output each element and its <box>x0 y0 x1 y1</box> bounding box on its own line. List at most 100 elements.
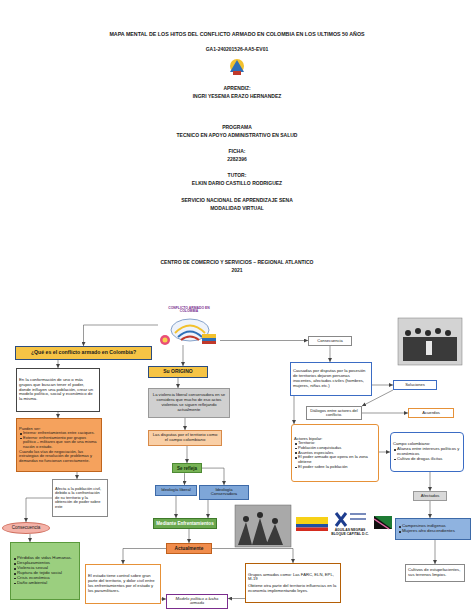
node-text: La violencia liberal conservadora en se … <box>151 393 227 412</box>
flag-stripe <box>296 528 328 532</box>
photo-head <box>272 518 278 524</box>
concept-box: El estado tiene control sobre gran parte… <box>85 564 161 604</box>
photo-figures <box>403 337 457 361</box>
connector-arrow <box>212 549 293 564</box>
connector-arrow <box>228 598 245 599</box>
connector-arrow <box>435 540 436 564</box>
emblem-base <box>233 71 241 75</box>
concept-box: Afecta a la población civil, debido a la… <box>52 479 108 517</box>
header-text: PROGRAMA <box>0 125 474 131</box>
connector-arrow <box>58 360 59 368</box>
list-item: Alianza entre intereses políticos y econ… <box>393 447 461 457</box>
connector-arrow <box>26 498 52 522</box>
topic-box: Soluciones <box>393 380 437 390</box>
header-text: 2282396 <box>0 157 474 163</box>
flag-stripe <box>202 341 216 344</box>
header-text: TECNICO EN APOYO ADMINISTRATIVO EN SALUD <box>0 133 474 139</box>
list-item: Cultivo de drogas ilícitas <box>393 457 461 462</box>
logo-mark <box>350 518 366 519</box>
photo <box>235 505 291 547</box>
topic-box: Ideología Conservadora <box>199 485 249 500</box>
node-text: En la conformación de uno o más grupos q… <box>19 378 97 403</box>
connector-arrow <box>161 599 166 600</box>
node-text: Mediante Enfrentamientos <box>156 521 214 526</box>
header-text: 2021 <box>0 268 474 274</box>
concept-box: Diálogos entre actores del conflicto. <box>306 406 362 420</box>
connector-arrow <box>208 500 209 518</box>
node-text: Grupos armados como: Las FARC, ELN, EPL,… <box>248 573 338 583</box>
node-text: CONFLICTO ARMADO EN COLOMBIA <box>160 307 218 315</box>
header-text: GA1-240201526-AA5-EV01 <box>0 47 474 53</box>
photo-head <box>257 512 263 518</box>
header-text: ELKIN DARIO CASTILLO RODRIGUEZ <box>0 181 474 187</box>
node-text: Su ORIGINO <box>151 369 205 375</box>
logo-mark <box>336 513 346 526</box>
concept-box: Causadas por disputas por la posesión de… <box>290 362 372 396</box>
node-text: Causadas por disputas por la posesión de… <box>293 369 369 388</box>
list-item: Daño ambiental <box>13 581 77 586</box>
header-text: APRENDIZ: <box>0 86 474 92</box>
list-item: El poder armado que opera en la zona obt… <box>294 455 376 464</box>
header-text: MODALIDAD VIRTUAL <box>0 206 474 212</box>
node-text: Obtiene otra parte del territorio influe… <box>248 584 338 594</box>
node-text: Consecuencia <box>311 339 349 344</box>
connector-arrow <box>183 345 184 366</box>
title-text: MAPA MENTAL DE LOS HITOS DEL CONFLICTO A… <box>60 32 414 38</box>
header-text: TUTOR: <box>0 173 474 179</box>
list-item: Externo: enfrentamiento por grupos polít… <box>19 436 99 450</box>
photo-head <box>425 330 431 336</box>
emblem-badge <box>160 335 170 345</box>
concept-box: Actores bipolar:Territorio:Población con… <box>291 424 379 482</box>
node-text: Diálogos entre actores del conflicto. <box>309 409 359 418</box>
node-text: Se refleja <box>175 466 199 471</box>
connector-arrow <box>362 413 408 414</box>
list-item: Mujeres afro descendientes <box>398 529 468 534</box>
concept-box: Campo colombiano:Alianza entre intereses… <box>390 432 464 472</box>
concept-box: Grupos armados como: Las FARC, ELN, EPL,… <box>245 563 341 603</box>
concept-box: La violencia liberal conservadora en se … <box>148 388 230 418</box>
connector-arrow <box>77 472 78 479</box>
connector-arrow <box>184 473 185 485</box>
connector-arrow <box>30 534 31 542</box>
connector-arrow <box>187 446 188 463</box>
node-text: ¿Qué es el conflicto armado en Colombia? <box>18 350 149 356</box>
concept-box: Campesinos indígenasMujeres afro descend… <box>395 518 471 540</box>
photo-head <box>435 328 441 334</box>
question-box: ¿Qué es el conflicto armado en Colombia? <box>15 346 152 360</box>
flag-stripe <box>296 524 328 528</box>
flag <box>374 516 392 529</box>
list-item: El poder sobre la población <box>294 465 376 470</box>
connector-arrow <box>84 325 159 346</box>
connector-arrow <box>362 390 393 406</box>
photo <box>398 318 462 365</box>
flag-stripe <box>296 517 328 524</box>
logo-mark <box>350 513 366 514</box>
connector-arrow <box>185 418 186 430</box>
node-text: Ideología Conservadora <box>202 488 246 498</box>
node-text: Afecta a la población civil, debido a la… <box>55 487 105 510</box>
connector-arrow <box>123 549 166 565</box>
flag-stripe <box>202 338 216 341</box>
connector-arrow <box>430 472 431 491</box>
connector-arrow <box>58 412 59 418</box>
connector-arrow <box>220 340 308 341</box>
header-text: FICHA: <box>0 149 474 155</box>
concept-box: En la conformación de uno o más grupos q… <box>16 368 100 412</box>
connector-arrow <box>330 346 331 362</box>
node-text: Consecuencia <box>5 525 47 530</box>
node-text: Acuerdos <box>411 411 451 416</box>
topic-box: Afectados <box>413 491 447 501</box>
node-text: Soluciones <box>396 383 434 388</box>
node-text: Ideología liberal <box>158 488 194 493</box>
node-text: Cuando las vías de negociación, las estr… <box>19 450 99 464</box>
topic-box: Acuerdos <box>408 408 454 418</box>
concept-box: Pueden ser:Interno: enfrentamientos entr… <box>16 418 102 472</box>
connector-arrow <box>372 385 393 386</box>
photo-detail <box>426 341 432 355</box>
topic-box: Se refleja <box>172 463 202 473</box>
topic-box: Su ORIGINO <box>148 366 208 378</box>
connector-arrow <box>189 529 190 543</box>
topic-box: Ideología liberal <box>155 485 197 496</box>
node-text: Actualmente <box>169 546 209 552</box>
